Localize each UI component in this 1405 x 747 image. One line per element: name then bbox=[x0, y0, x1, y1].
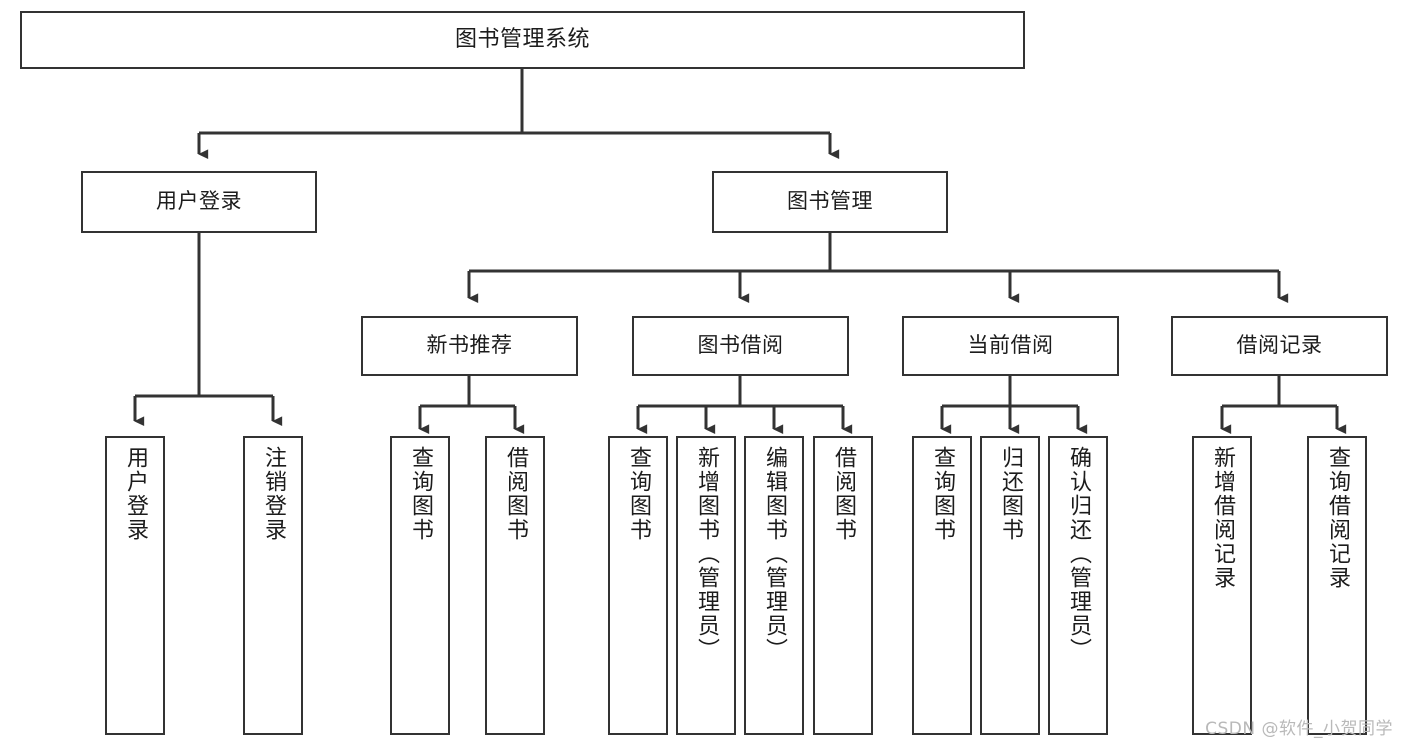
node-label: 当前借阅 bbox=[967, 333, 1054, 358]
leaf-query-book-borrow[interactable]: 查询图书 bbox=[608, 436, 668, 735]
node-label: 图书管理 bbox=[787, 189, 873, 214]
node-label: 查询图书 bbox=[408, 446, 433, 542]
leaf-query-book-current[interactable]: 查询图书 bbox=[912, 436, 972, 735]
node-label: 借阅记录 bbox=[1236, 333, 1323, 358]
node-book-manage[interactable]: 图书管理 bbox=[712, 171, 948, 233]
leaf-logout-login[interactable]: 注销登录 bbox=[243, 436, 303, 735]
leaf-confirm-return-admin[interactable]: 确认归还（管理员） bbox=[1048, 436, 1108, 735]
node-label: 查询图书 bbox=[626, 446, 651, 542]
node-label: 用户登录 bbox=[156, 189, 242, 214]
leaf-add-book-admin[interactable]: 新增图书（管理员） bbox=[676, 436, 736, 735]
leaf-borrow-book-recommend[interactable]: 借阅图书 bbox=[485, 436, 545, 735]
leaf-query-borrow-record[interactable]: 查询借阅记录 bbox=[1307, 436, 1367, 735]
leaf-user-login[interactable]: 用户登录 bbox=[105, 436, 165, 735]
leaf-add-borrow-record[interactable]: 新增借阅记录 bbox=[1192, 436, 1252, 735]
node-label: 借阅图书 bbox=[503, 446, 528, 542]
node-current-borrow[interactable]: 当前借阅 bbox=[902, 316, 1119, 376]
node-label: 查询借阅记录 bbox=[1325, 446, 1350, 590]
node-label: 编辑图书（管理员） bbox=[762, 446, 787, 662]
leaf-return-book[interactable]: 归还图书 bbox=[980, 436, 1040, 735]
node-label: 查询图书 bbox=[930, 446, 955, 542]
node-label: 图书借阅 bbox=[697, 333, 784, 358]
leaf-query-book-recommend[interactable]: 查询图书 bbox=[390, 436, 450, 735]
node-label: 用户登录 bbox=[123, 446, 148, 542]
leaf-borrow-book[interactable]: 借阅图书 bbox=[813, 436, 873, 735]
node-label: 确认归还（管理员） bbox=[1066, 446, 1091, 662]
node-book-borrow[interactable]: 图书借阅 bbox=[632, 316, 849, 376]
node-label: 新增图书（管理员） bbox=[694, 446, 719, 662]
node-root-system[interactable]: 图书管理系统 bbox=[20, 11, 1025, 69]
node-label: 归还图书 bbox=[998, 446, 1023, 542]
node-borrow-record[interactable]: 借阅记录 bbox=[1171, 316, 1388, 376]
leaf-edit-book-admin[interactable]: 编辑图书（管理员） bbox=[744, 436, 804, 735]
node-label: 新增借阅记录 bbox=[1210, 446, 1235, 590]
node-new-book-recommend[interactable]: 新书推荐 bbox=[361, 316, 578, 376]
csdn-watermark: CSDN @软件_小贺同学 bbox=[1205, 719, 1393, 739]
node-label: 新书推荐 bbox=[426, 333, 513, 358]
node-label: 图书管理系统 bbox=[454, 26, 590, 52]
node-label: 借阅图书 bbox=[831, 446, 856, 542]
node-label: 注销登录 bbox=[261, 446, 286, 542]
node-user-login[interactable]: 用户登录 bbox=[81, 171, 317, 233]
